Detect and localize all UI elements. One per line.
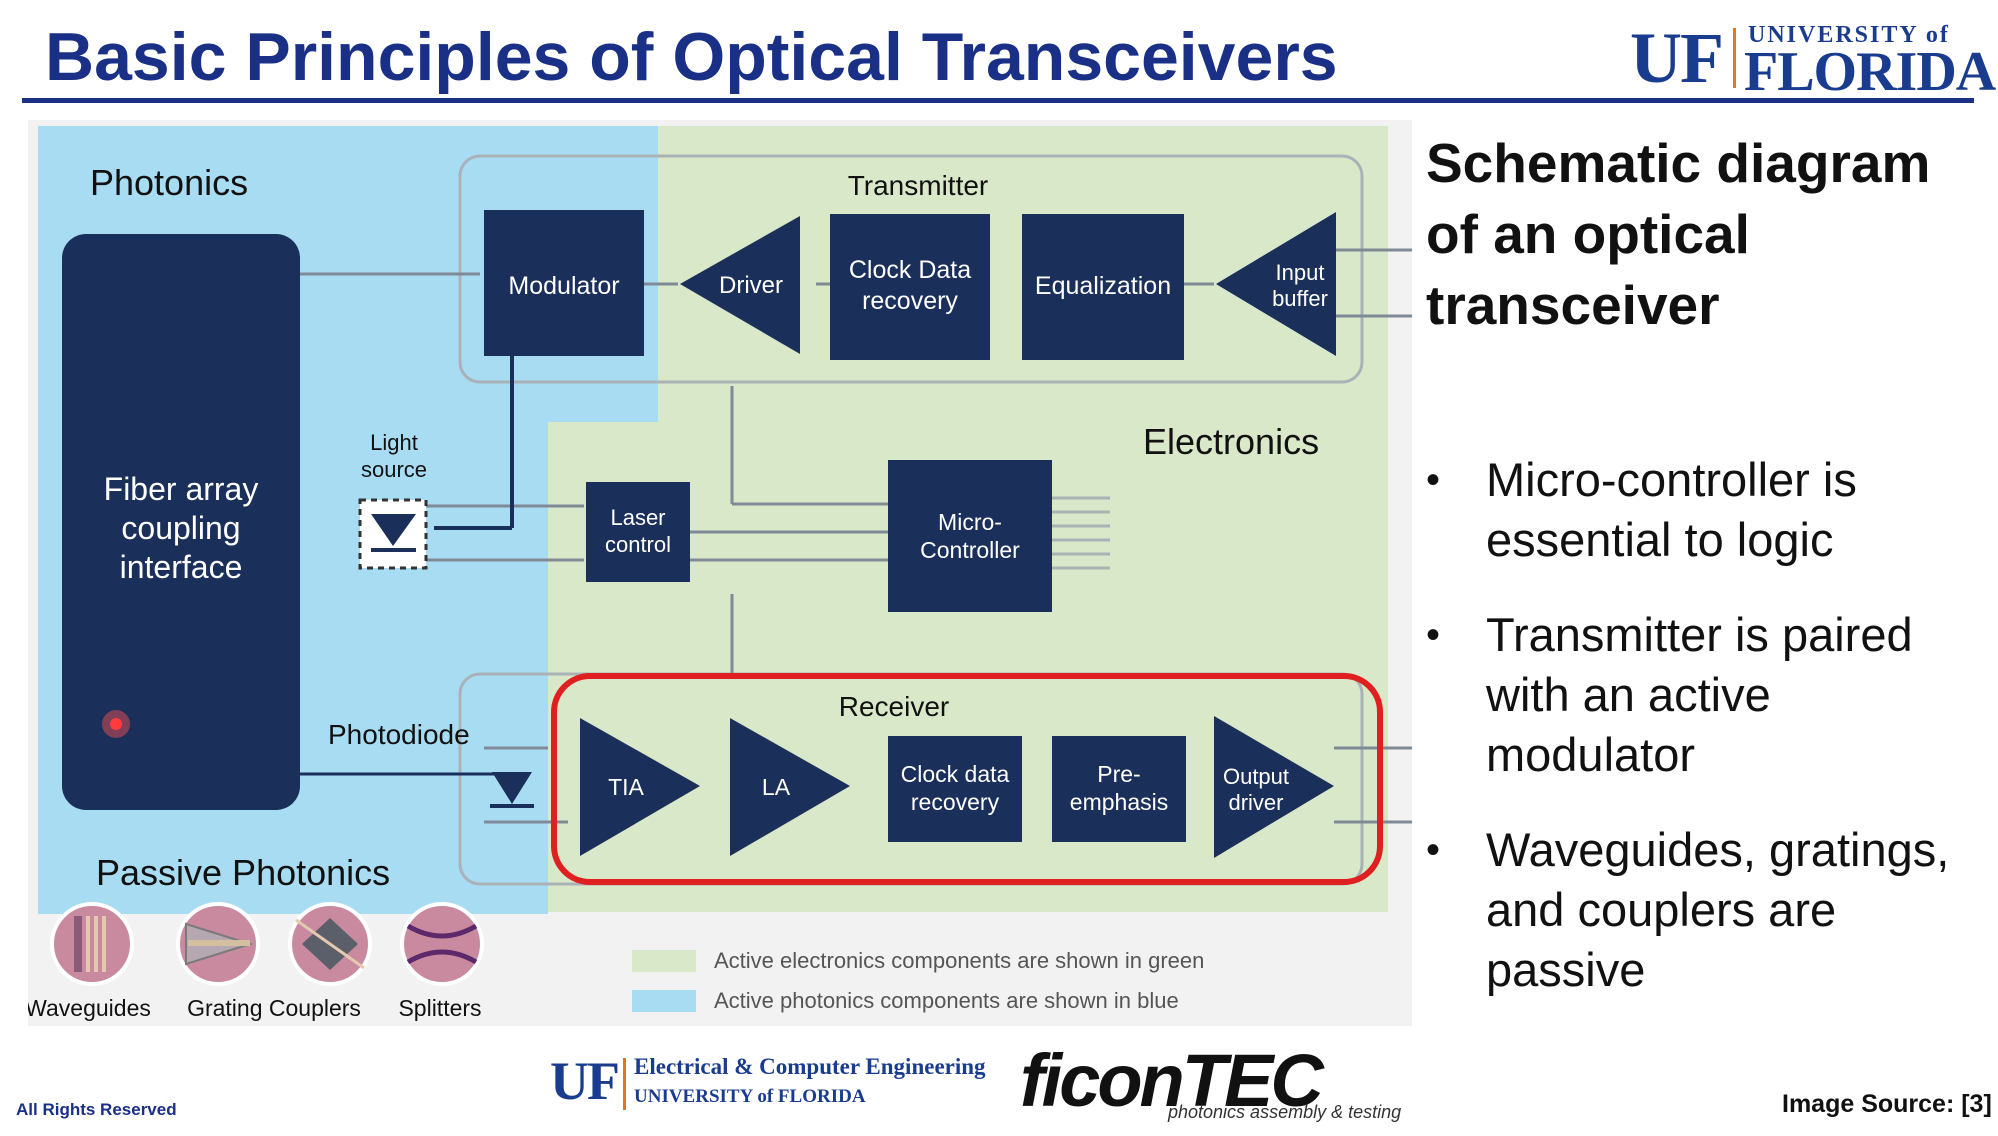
light-source-label-2: source <box>361 457 427 482</box>
ficontec-logo-name: ficonTEC <box>1020 1039 1324 1122</box>
receiver-highlight <box>551 673 1383 885</box>
photodiode-icon <box>492 772 532 804</box>
equalization-label: Equalization <box>1035 272 1171 300</box>
slide-title: Basic Principles of Optical Transceivers <box>45 19 1338 95</box>
clock-data-recovery-tx-label-2: recovery <box>862 287 958 315</box>
fiber-array-label-1: Fiber array <box>104 471 259 507</box>
modulator-label: Modulator <box>508 272 619 300</box>
uf-logo: UF UNIVERSITY of FLORIDA <box>1630 18 1996 103</box>
driver-label: Driver <box>719 272 783 299</box>
waveguides-icon <box>50 902 134 986</box>
title-divider <box>22 98 1974 103</box>
output-driver-block <box>1214 716 1334 858</box>
legend-swatch-blue <box>632 990 696 1012</box>
bullet-dot-icon: • <box>1426 828 1441 872</box>
output-driver-label-2: driver <box>1228 790 1283 815</box>
grating-couplers-icon <box>176 902 260 986</box>
input-buffer-block <box>1216 212 1336 356</box>
bullet-dot-icon: • <box>1426 458 1441 502</box>
bullet-text: Transmitter is paired with an active mod… <box>1486 608 1913 781</box>
pre-emphasis-block <box>1052 736 1186 842</box>
bullet-list: • Micro-controller is essential to logic… <box>1426 450 1986 1035</box>
uf-logo-university: UNIVERSITY of <box>1748 22 1950 48</box>
clock-data-recovery-tx-label-1: Clock Data <box>849 256 971 284</box>
ece-logo-divider <box>623 1058 626 1110</box>
grating-couplers-icon-2 <box>288 902 372 986</box>
uf-logo-divider <box>1733 28 1736 88</box>
fiber-port-dot <box>110 718 122 730</box>
pre-emphasis-label-2: emphasis <box>1070 789 1168 815</box>
uf-logo-florida: FLORIDA <box>1744 41 1996 103</box>
signal-wires <box>298 248 1412 824</box>
passive-item-waveguides: Waveguides <box>28 995 151 1021</box>
legend-swatch-green <box>632 950 696 972</box>
driver-block <box>680 216 800 354</box>
clock-data-recovery-tx-block <box>830 214 990 360</box>
passive-item-splitters: Splitters <box>398 995 481 1021</box>
fiber-array-label-2: coupling <box>121 510 240 546</box>
laser-control-label-2: control <box>605 532 671 557</box>
laser-control-block <box>586 482 690 582</box>
ece-logo-department: Electrical & Computer Engineering <box>634 1054 986 1079</box>
clock-data-recovery-rx-label-1: Clock data <box>901 761 1010 787</box>
fiber-array-block <box>62 234 300 810</box>
passive-photonics-label: Passive Photonics <box>96 852 390 893</box>
electronics-label: Electronics <box>1143 421 1319 462</box>
pre-emphasis-label-1: Pre- <box>1097 761 1140 787</box>
legend-blue-label: Active photonics components are shown in… <box>714 988 1179 1013</box>
footer-rights: All Rights Reserved <box>16 1100 177 1119</box>
passive-item-grating-couplers: Grating Couplers <box>187 995 361 1021</box>
transmitter-label: Transmitter <box>848 170 989 201</box>
output-driver-label-1: Output <box>1223 764 1289 789</box>
input-buffer-label-1: Input <box>1276 260 1325 285</box>
photodiode-label: Photodiode <box>328 719 470 750</box>
la-block <box>730 718 850 856</box>
micro-controller-label-1: Micro- <box>938 509 1002 535</box>
clock-data-recovery-rx-block <box>888 736 1022 842</box>
ece-logo-letters: UF <box>550 1051 620 1111</box>
receiver-label: Receiver <box>839 691 949 722</box>
fiber-array-label-3: interface <box>120 549 243 585</box>
image-source-credit: Image Source: [3] <box>1782 1090 1992 1118</box>
equalization-block <box>1022 214 1184 360</box>
laser-control-label-1: Laser <box>610 505 665 530</box>
micro-controller-label-2: Controller <box>920 537 1020 563</box>
ficontec-logo-tagline: photonics assembly & testing <box>1168 1102 1402 1122</box>
light-source-label-1: Light <box>370 430 418 455</box>
photonics-label: Photonics <box>90 162 248 203</box>
bullet-dot-icon: • <box>1426 613 1441 657</box>
transceiver-diagram: Fiber array coupling interface Photonics… <box>28 126 1412 1021</box>
tia-label: TIA <box>608 774 644 800</box>
bullet-text: Micro-controller is essential to logic <box>1486 453 1857 566</box>
input-buffer-label-2: buffer <box>1272 286 1328 311</box>
bullet-item: • Waveguides, gratings, and couplers are… <box>1426 820 1986 1000</box>
la-label: LA <box>762 774 791 800</box>
legend-green-label: Active electronics components are shown … <box>714 948 1204 973</box>
micro-controller-block <box>888 460 1052 612</box>
clock-data-recovery-rx-label-2: recovery <box>911 789 1000 815</box>
bullet-text: Waveguides, gratings, and couplers are p… <box>1486 823 1950 996</box>
bullet-item: • Micro-controller is essential to logic <box>1426 450 1986 570</box>
splitters-icon <box>400 902 484 986</box>
uf-logo-letters: UF <box>1630 18 1724 98</box>
light-source-diode-icon <box>371 514 416 546</box>
transmitter-outline <box>458 154 1364 384</box>
modulator-block <box>484 210 644 356</box>
ece-logo: UF Electrical & Computer Engineering UNI… <box>550 1050 990 1120</box>
bullet-item: • Transmitter is paired with an active m… <box>1426 605 1986 785</box>
ece-logo-university: UNIVERSITY of FLORIDA <box>634 1086 866 1107</box>
tia-block <box>580 718 700 856</box>
ficontec-logo: ficonTEC photonics assembly & testing <box>1020 1038 1401 1128</box>
side-heading: Schematic diagram of an optical transcei… <box>1426 132 1931 336</box>
